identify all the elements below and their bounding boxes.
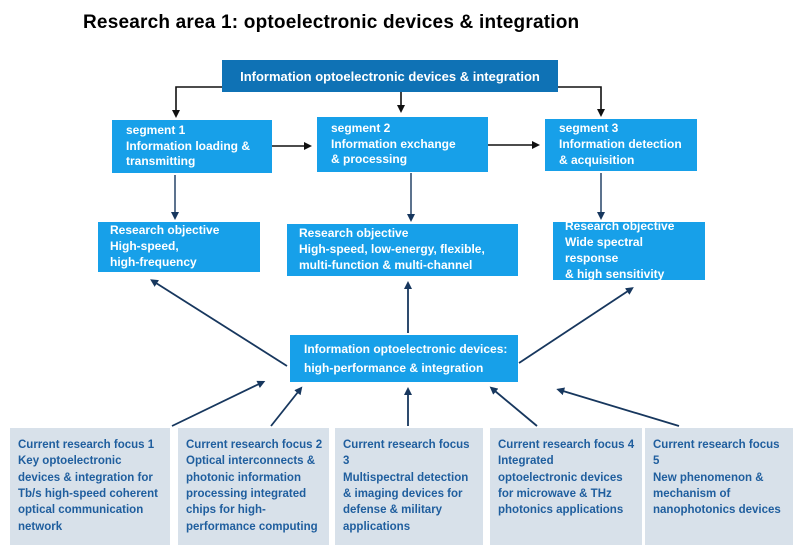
segment-line: Information detection bbox=[559, 137, 682, 152]
arrow-focus1-to-hub bbox=[171, 380, 266, 427]
focus-body: Key optoelectronic devices & integration… bbox=[18, 455, 158, 533]
node-root-label: Information optoelectronic devices & int… bbox=[240, 68, 540, 84]
objective-line: & high sensitivity bbox=[565, 266, 665, 281]
objective-line: high-frequency bbox=[110, 254, 197, 269]
node-segment-2: segment 2 Information exchange & process… bbox=[317, 117, 488, 172]
objective-line: High-speed, low-energy, flexible, bbox=[299, 242, 485, 257]
arrow-focus4-to-hub bbox=[489, 386, 538, 427]
focus-card-2: Current research focus 2 Optical interco… bbox=[178, 428, 329, 545]
arrow-hub-to-objective1 bbox=[150, 279, 288, 367]
objective-heading: Research objective bbox=[565, 219, 675, 234]
focus-card-1: Current research focus 1 Key optoelectro… bbox=[10, 428, 170, 545]
node-objective-3: Research objective Wide spectral respons… bbox=[553, 219, 705, 281]
objective-heading: Research objective bbox=[110, 223, 220, 238]
node-segment-3: segment 3 Information detection & acquis… bbox=[545, 119, 697, 171]
focus-body: New phenomenon & mechanism of nanophoton… bbox=[653, 471, 781, 517]
node-hub: Information optoelectronic devices: high… bbox=[290, 335, 518, 382]
arrow-focus5-to-hub bbox=[556, 387, 680, 427]
segment-name: segment 2 bbox=[331, 120, 391, 135]
focus-card-4: Current research focus 4 Integrated opto… bbox=[490, 428, 642, 545]
objective-heading: Research objective bbox=[299, 226, 409, 241]
arrow-focus2-to-hub bbox=[270, 386, 303, 427]
segment-line: & processing bbox=[331, 152, 408, 167]
segment-line: Information loading & bbox=[126, 138, 250, 153]
hub-line: high-performance & integration bbox=[304, 360, 484, 375]
node-objective-2: Research objective High-speed, low-energ… bbox=[287, 224, 518, 276]
segment-line: Information exchange bbox=[331, 136, 456, 151]
arrow-root-to-segment1 bbox=[172, 86, 222, 118]
focus-heading: Current research focus 1 bbox=[18, 439, 155, 451]
focus-heading: Current research focus 3 bbox=[343, 439, 470, 468]
segment-line: & acquisition bbox=[559, 152, 635, 167]
focus-body: Optical interconnects & photonic informa… bbox=[186, 455, 318, 533]
node-objective-1: Research objective High-speed, high-freq… bbox=[98, 222, 260, 272]
focus-card-3: Current research focus 3 Multispectral d… bbox=[335, 428, 483, 545]
objective-line: Wide spectral response bbox=[565, 235, 643, 265]
segment-name: segment 3 bbox=[559, 121, 619, 136]
node-segment-1: segment 1 Information loading & transmit… bbox=[112, 120, 272, 173]
focus-card-5: Current research focus 5 New phenomenon … bbox=[645, 428, 793, 545]
focus-heading: Current research focus 2 bbox=[186, 439, 323, 451]
focus-body: Multispectral detection & imaging device… bbox=[343, 471, 469, 533]
focus-body: Integrated optoelectronic devices for mi… bbox=[498, 455, 624, 517]
node-root: Information optoelectronic devices & int… bbox=[222, 60, 558, 92]
arrow-root-to-segment3 bbox=[558, 86, 605, 117]
segment-name: segment 1 bbox=[126, 122, 186, 137]
focus-heading: Current research focus 5 bbox=[653, 439, 780, 468]
page-title: Research area 1: optoelectronic devices … bbox=[83, 12, 580, 33]
objective-line: multi-function & multi-channel bbox=[299, 257, 473, 272]
objective-line: High-speed, bbox=[110, 239, 179, 254]
focus-heading: Current research focus 4 bbox=[498, 439, 635, 451]
segment-line: transmitting bbox=[126, 154, 196, 169]
arrow-hub-to-objective3 bbox=[518, 287, 634, 364]
hub-line: Information optoelectronic devices: bbox=[304, 341, 508, 356]
